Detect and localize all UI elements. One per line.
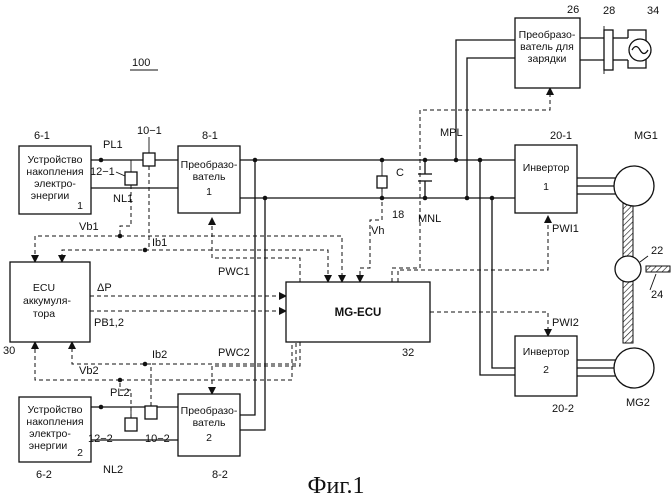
- batt-ecu-line1: ECU: [33, 282, 55, 294]
- label-vh: Vh: [371, 225, 384, 237]
- voltage-sensor-12-2: [125, 418, 137, 431]
- label-pl1: PL1: [103, 139, 123, 151]
- current-sensor-10-2: [145, 406, 157, 419]
- conv1-line1: Преобразо-: [181, 159, 238, 171]
- inv1-ref: 20-1: [550, 130, 572, 142]
- label-pwi2: PWI2: [552, 317, 579, 329]
- conv1-line2: ватель: [193, 171, 226, 183]
- current-sensor-10-1: [143, 153, 155, 166]
- label-nl2: NL2: [103, 464, 123, 476]
- label-vb2: Vb2: [79, 365, 99, 377]
- label-sensor-10-2: 10−2: [145, 433, 170, 445]
- storage2-line1: Устройство: [28, 404, 83, 416]
- conv1-number: 1: [206, 186, 212, 198]
- receptacle-ref: 28: [603, 5, 615, 17]
- label-mnl: MNL: [418, 213, 441, 225]
- power-split-device: [615, 256, 641, 282]
- charger-line1: Преобразо-: [519, 29, 576, 41]
- label-ib2: Ib2: [152, 349, 167, 361]
- battery-ecu: ECU аккумуля- тора: [10, 262, 90, 342]
- charger-ref: 26: [567, 4, 579, 16]
- storage1-line1: Устройство: [28, 154, 83, 166]
- figure-ref-100: 100: [132, 57, 150, 69]
- storage2-line3: электро-: [29, 428, 71, 440]
- label-pl2: PL2: [110, 387, 130, 399]
- batt-ecu-ref: 30: [3, 345, 15, 357]
- energy-storage-1: Устройство накопления электро- энергии 1: [19, 146, 91, 214]
- inv2-ref: 20-2: [552, 403, 574, 415]
- conv2-line2: ватель: [193, 417, 226, 429]
- inverter-1: Инвертор 1: [515, 145, 577, 213]
- label-vb1: Vb1: [79, 221, 99, 233]
- inv2-number: 2: [543, 364, 549, 376]
- label-mpl: MPL: [440, 127, 463, 139]
- conv2-ref: 8-2: [212, 469, 228, 481]
- motor-generator-2: [614, 348, 654, 388]
- label-sensor-10-1: 10−1: [137, 125, 162, 137]
- gear-ref-22: 22: [651, 245, 663, 257]
- inv2-line1: Инвертор: [523, 346, 570, 358]
- voltage-sensor-18: [377, 176, 387, 188]
- converter-1: Преобразо- ватель 1: [178, 146, 240, 213]
- storage2-ref: 6-2: [36, 469, 52, 481]
- storage2-line2: накопления: [26, 416, 83, 428]
- label-pwc2: PWC2: [218, 347, 250, 359]
- inv1-number: 1: [543, 181, 549, 193]
- energy-storage-2: Устройство накопления электро- энергии 2: [19, 397, 91, 462]
- motor-generator-1: [614, 166, 654, 206]
- storage1-ref: 6-1: [34, 130, 50, 142]
- charging-receptacle: [604, 30, 613, 70]
- storage2-number: 2: [77, 447, 83, 459]
- label-sensor-12-1: 12−1: [90, 166, 115, 178]
- mg-ecu-ref: 32: [402, 347, 414, 359]
- mg-ecu: MG-ECU: [286, 282, 430, 342]
- label-ib1: Ib1: [152, 237, 167, 249]
- label-sensor-18: 18: [392, 209, 404, 221]
- inv1-line1: Инвертор: [523, 162, 570, 174]
- conv2-line1: Преобразо-: [181, 405, 238, 417]
- label-delta-p: ΔP: [97, 282, 112, 294]
- mg2-label: MG2: [626, 397, 650, 409]
- conv1-ref: 8-1: [202, 130, 218, 142]
- charger-line2: ватель для: [520, 41, 574, 53]
- mg-ecu-label: MG-ECU: [335, 307, 382, 319]
- ac-source: [628, 30, 651, 68]
- signal-lines: [35, 88, 550, 418]
- label-nl1: NL1: [113, 193, 133, 205]
- storage1-line3: электро-: [34, 178, 76, 190]
- label-capacitor: C: [396, 167, 404, 179]
- batt-ecu-line3: тора: [33, 308, 55, 320]
- label-pb12: PB1,2: [94, 317, 124, 329]
- inverter-2: Инвертор 2: [515, 336, 577, 396]
- label-sensor-12-2: 12−2: [88, 433, 113, 445]
- ac-source-ref: 34: [647, 5, 659, 17]
- shaft-ref-24: 24: [651, 289, 663, 301]
- charging-converter: Преобразо- ватель для зарядки: [515, 18, 580, 88]
- batt-ecu-line2: аккумуля-: [23, 295, 71, 307]
- label-pwi1: PWI1: [552, 223, 579, 235]
- converter-2: Преобразо- ватель 2: [178, 394, 240, 456]
- voltage-sensor-12-1: [125, 172, 137, 185]
- storage1-number: 1: [77, 200, 83, 212]
- storage1-line4: энергии: [31, 190, 70, 202]
- figure-caption: Фиг.1: [308, 473, 365, 499]
- conv2-number: 2: [206, 432, 212, 444]
- charger-line3: зарядки: [528, 53, 567, 65]
- mg1-label: MG1: [634, 130, 658, 142]
- storage1-line2: накопления: [26, 166, 83, 178]
- storage2-line4: энергии: [29, 440, 68, 452]
- mechanical-drive: [614, 166, 670, 388]
- label-pwc1: PWC1: [218, 266, 250, 278]
